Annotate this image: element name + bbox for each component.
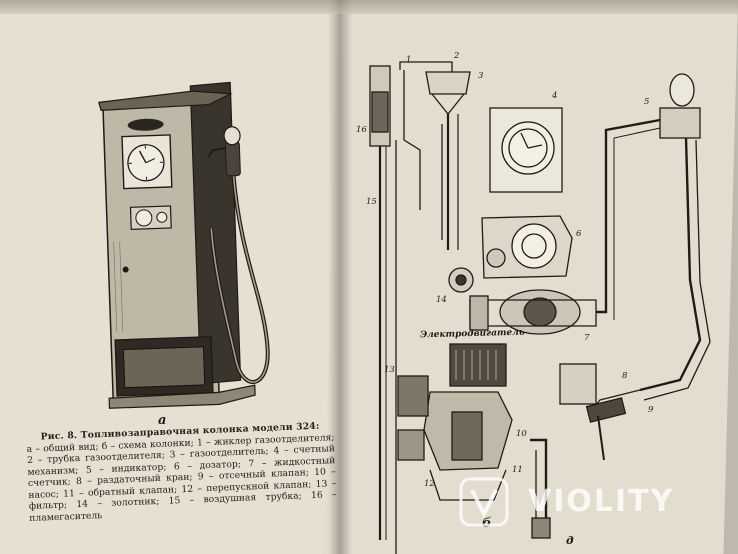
callout-8: 8 — [622, 371, 628, 381]
callout-2: 2 — [453, 51, 459, 61]
page-top-shadow — [0, 0, 738, 14]
callout-14: 14 — [436, 295, 447, 305]
callout-12: 12 — [424, 479, 435, 489]
watermark-text: VIOLITY — [528, 484, 675, 519]
callout-13: 13 — [384, 365, 395, 375]
callout-6: 6 — [576, 229, 582, 239]
callout-16: 16 — [356, 125, 367, 135]
callout-9: 9 — [648, 405, 654, 415]
figure-label-a: а — [158, 413, 167, 428]
callout-10: 10 — [516, 429, 527, 439]
callout-4: 4 — [551, 91, 557, 101]
callout-5: 5 — [644, 97, 649, 107]
callout-11: 11 — [512, 465, 523, 475]
watermark-logo-icon — [459, 477, 509, 527]
book-gutter — [328, 0, 352, 554]
callout-3: 3 — [478, 71, 483, 81]
callout-1: 1 — [406, 55, 411, 65]
figure-label-d: д — [566, 534, 574, 547]
callout-7: 7 — [584, 333, 590, 343]
callout-15: 15 — [366, 197, 377, 207]
